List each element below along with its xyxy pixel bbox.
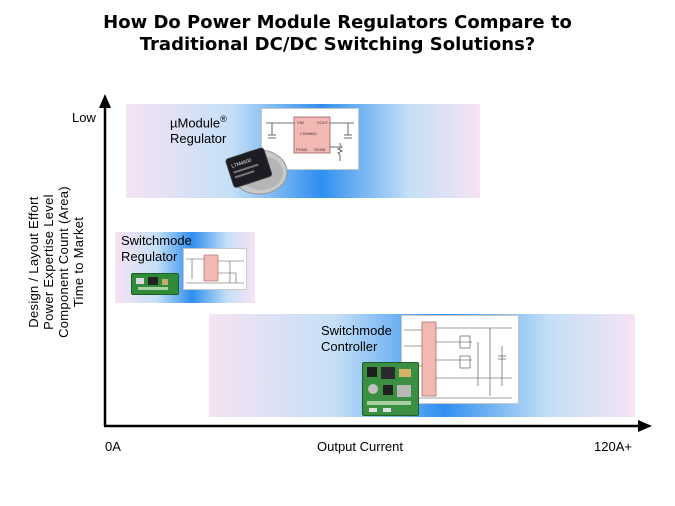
switchmode-regulator-line-1: Switchmode bbox=[121, 233, 192, 248]
y-label-line-1: Design / Layout Effort bbox=[26, 196, 41, 328]
title-line-2: Traditional DC/DC Switching Solutions? bbox=[139, 34, 536, 55]
switchmode-controller-line-2: Controller bbox=[321, 339, 378, 354]
umodule-label-line-2: Regulator bbox=[170, 131, 227, 147]
band-switchmode-regulator-label: Switchmode Regulator bbox=[121, 233, 192, 265]
schem-sgnd: SGND bbox=[314, 147, 326, 152]
y-label-line-3: Component Count (Area) bbox=[56, 186, 71, 338]
switchmode-regulator-schematic-drawing bbox=[186, 254, 244, 284]
schem-vout: VOUT bbox=[317, 120, 329, 125]
switchmode-regulator-line-2: Regulator bbox=[121, 249, 178, 264]
switchmode-controller-board-photo bbox=[362, 362, 419, 416]
umodule-schematic-image: VIN VOUT LTM4600 PGND SGND bbox=[261, 108, 359, 170]
y-axis-arrowhead bbox=[99, 94, 111, 108]
switchmode-controller-schematic-image bbox=[401, 315, 519, 404]
umodule-schematic-drawing: VIN VOUT LTM4600 PGND SGND bbox=[266, 116, 354, 161]
registered-mark: ® bbox=[220, 114, 227, 124]
y-axis-top-label: Low bbox=[72, 110, 96, 125]
switchmode-regulator-board-photo bbox=[131, 273, 179, 295]
schem-part: LTM4600 bbox=[300, 131, 317, 136]
switchmode-controller-schematic-drawing bbox=[404, 321, 512, 399]
switchmode-controller-line-1: Switchmode bbox=[321, 323, 392, 338]
switchmode-regulator-schematic-image bbox=[183, 248, 247, 290]
y-label-line-2: Power Expertise Level bbox=[41, 194, 56, 330]
schem-vin: VIN bbox=[297, 120, 304, 125]
regulator-board-components bbox=[136, 277, 168, 290]
y-label-line-4: Time to Market bbox=[71, 216, 86, 308]
x-axis-min-label: 0A bbox=[105, 439, 121, 454]
band-switchmode-controller-label: Switchmode Controller bbox=[321, 323, 392, 355]
umodule-name: µModule bbox=[170, 115, 221, 131]
controller-board-components bbox=[367, 367, 411, 412]
slide-title: How Do Power Module Regulators Compare t… bbox=[0, 12, 675, 56]
x-axis-max-label: 120A+ bbox=[594, 439, 632, 454]
x-axis-arrowhead bbox=[638, 420, 652, 432]
title-line-1: How Do Power Module Regulators Compare t… bbox=[103, 12, 572, 33]
band-umodule-label: µModule® Regulator bbox=[170, 111, 227, 147]
schem-pgnd: PGND bbox=[296, 147, 308, 152]
x-axis-label: Output Current bbox=[317, 439, 403, 454]
umodule-chip-photo: LTM4600 bbox=[225, 147, 288, 195]
